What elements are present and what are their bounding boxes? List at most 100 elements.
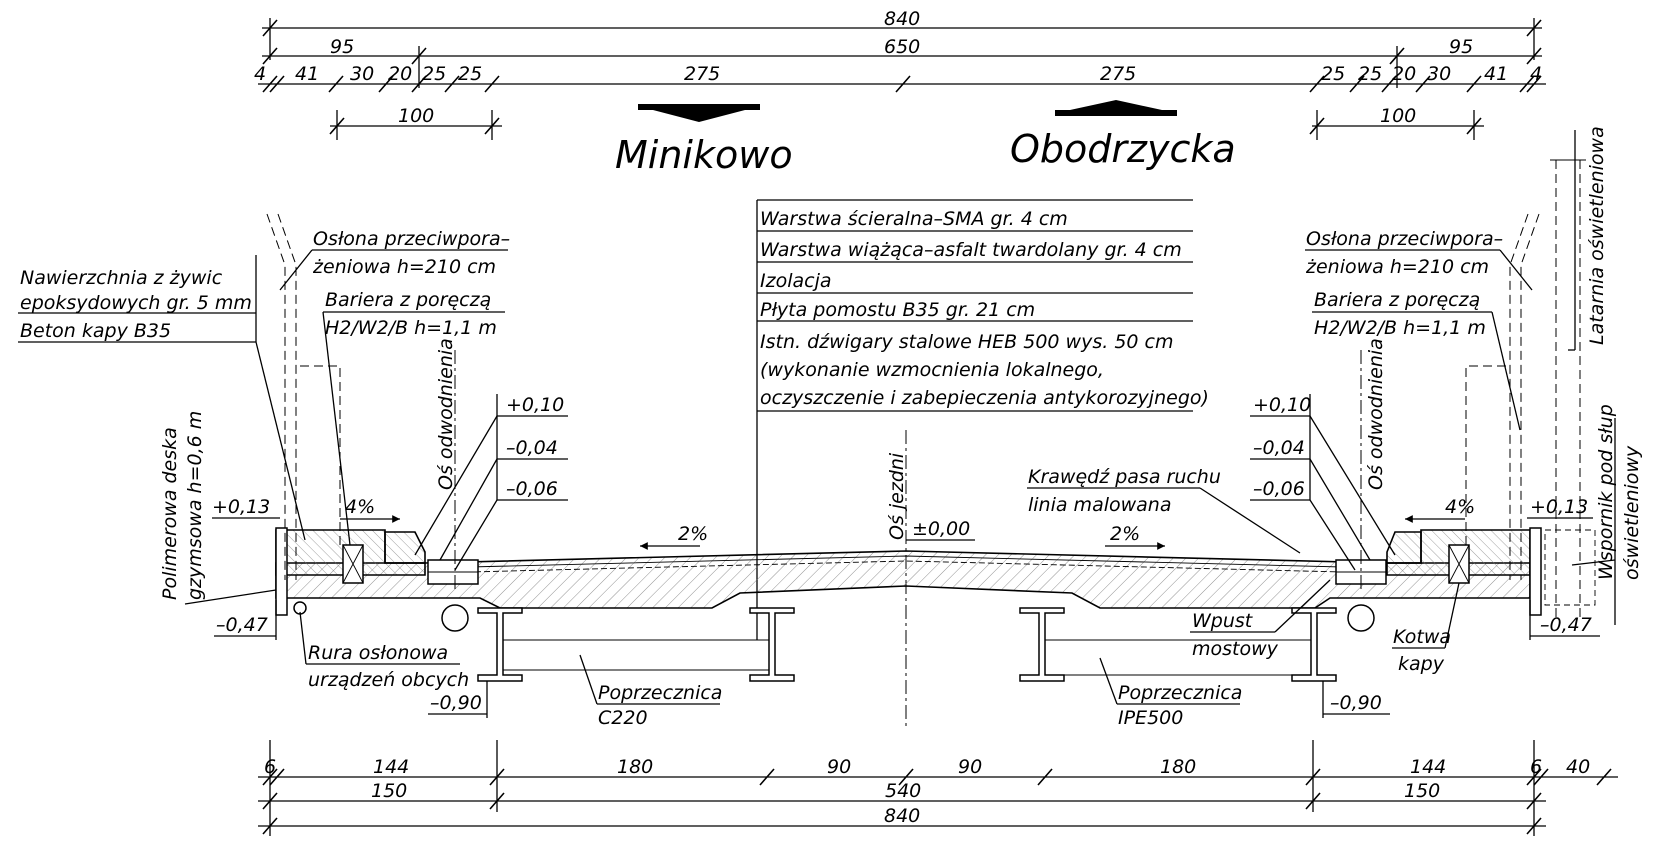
latarnia: Latarnia oświetleniowa (1586, 126, 1608, 345)
oslona-left-1: Osłona przeciwpora– (313, 228, 510, 250)
layer-table: Warstwa ścieralna–SMA gr. 4 cm Warstwa w… (756, 199, 1209, 640)
polimerowa-1: Polimerowa deska (159, 427, 181, 600)
dim-seg-l1: 4 (254, 63, 266, 85)
rura-2: urządzeń obcych (308, 669, 469, 691)
kotwa-1: Kotwa (1393, 626, 1451, 648)
slope-right-deck: 2% (1110, 523, 1140, 545)
nawierzchnia-1: Nawierzchnia z żywic (20, 267, 223, 289)
right-barrier (1448, 544, 1470, 584)
dim-lane-right: 275 (1100, 63, 1136, 85)
layer-2: Warstwa wiążąca–asfalt twardolany gr. 4 … (760, 239, 1182, 261)
layer-3: Izolacja (760, 270, 832, 292)
cross-section (266, 159, 1596, 730)
level-004-right: –0,04 (1253, 437, 1305, 459)
wspornik-2: oświetleniowy (1621, 445, 1643, 580)
dim-top-right-95: 95 (1449, 36, 1473, 58)
slope-left-deck: 2% (678, 523, 708, 545)
dim-seg-l3: 30 (350, 63, 374, 85)
bariera-right-2: H2/W2/B h=1,1 m (1314, 317, 1486, 339)
top-dimension-chain: 840 95 650 95 4 (254, 8, 1546, 140)
dim-b2-2: 540 (885, 780, 921, 802)
wpust-1: Wpust (1192, 610, 1254, 632)
slope-right-cap: 4% (1445, 496, 1475, 518)
level-006-left: –0,06 (506, 478, 558, 500)
dim-sub-left-100: 100 (398, 105, 434, 127)
level-090-left: –0,90 (430, 692, 482, 714)
level-090-right: –0,90 (1330, 692, 1382, 714)
os-odwodnienia-left: Oś odwodnienia (435, 338, 457, 490)
layer-5: Istn. dźwigary stalowe HEB 500 wys. 50 c… (760, 331, 1174, 353)
direction-left: Minikowo (615, 133, 793, 177)
layer-7: oczyszczenie i zabepieczenia antykorozyj… (760, 387, 1209, 409)
left-barrier (342, 544, 364, 584)
dim-seg-r6: 4 (1530, 63, 1542, 85)
dim-seg-r5: 41 (1484, 63, 1508, 85)
oslona-right-2: żeniowa h=210 cm (1305, 256, 1489, 278)
dim-seg-l5: 25 (422, 63, 446, 85)
poprzecznica-left-1: Poprzecznica (598, 682, 722, 704)
dim-sub-right-100: 100 (1380, 105, 1416, 127)
dim-b1-3: 180 (617, 756, 653, 778)
level-000: ±0,00 (912, 518, 970, 540)
os-jezdni: Oś jezdni (886, 452, 908, 540)
dim-lane-left: 275 (684, 63, 720, 85)
level-013-right: +0,13 (1530, 496, 1588, 518)
dim-seg-l6: 25 (458, 63, 482, 85)
layer-6: (wykonanie wzmocnienia lokalnego, (760, 359, 1104, 381)
polimerowa-2: gzymsowa h=0,6 m (184, 411, 206, 600)
dim-seg-r3: 20 (1392, 63, 1416, 85)
oslona-right-1: Osłona przeciwpora– (1306, 228, 1503, 250)
wspornik-1: Wspornik pod słup (1595, 404, 1617, 580)
layer-4: Płyta pomostu B35 gr. 21 cm (760, 299, 1035, 321)
beton-kapy: Beton kapy B35 (20, 320, 171, 342)
rura-1: Rura osłonowa (308, 642, 448, 664)
traffic-directions: Minikowo Obodrzycka (615, 100, 1236, 177)
dim-seg-l2: 41 (295, 63, 319, 85)
dim-b1-7: 144 (1410, 756, 1446, 778)
annotations: Osłona przeciwpora– żeniowa h=210 cm Naw… (18, 126, 1643, 729)
bariera-right-1: Bariera z poręczą (1314, 289, 1480, 311)
krawedz-1: Krawędź pasa ruchu (1028, 466, 1221, 488)
dim-b1-2: 144 (373, 756, 409, 778)
kotwa-2: kapy (1398, 653, 1445, 675)
level-006-right: –0,06 (1253, 478, 1305, 500)
oslona-left-2: żeniowa h=210 cm (312, 256, 496, 278)
os-odwodnienia-right: Oś odwodnienia (1365, 338, 1387, 490)
dim-top-left-95: 95 (330, 36, 354, 58)
bariera-left-2: H2/W2/B h=1,1 m (325, 317, 497, 339)
dim-b1-8: 6 (1530, 756, 1542, 778)
dim-seg-r1: 25 (1321, 63, 1345, 85)
dim-b1-9: 40 (1566, 756, 1590, 778)
left-inlet (427, 559, 479, 632)
poprzecznica-right-2: IPE500 (1118, 707, 1183, 729)
dim-b1-6: 180 (1160, 756, 1196, 778)
level-047-right: –0,47 (1540, 614, 1592, 636)
dim-b1-4: 90 (827, 756, 851, 778)
level-013-left: +0,13 (212, 496, 270, 518)
dim-b1-5: 90 (958, 756, 982, 778)
slope-left-cap: 4% (345, 496, 375, 518)
dim-seg-l4: 20 (388, 63, 412, 85)
level-010-left: +0,10 (506, 394, 564, 416)
poprzecznica-left-2: C220 (598, 707, 648, 729)
poprzecznica-right-1: Poprzecznica (1118, 682, 1242, 704)
dim-top-total: 840 (884, 8, 920, 30)
bariera-left-1: Bariera z poręczą (325, 289, 491, 311)
bottom-dimension-chain: 6 144 180 90 90 180 144 6 40 150 540 150… (258, 740, 1618, 836)
direction-right: Obodrzycka (1010, 127, 1236, 171)
dim-seg-r4: 30 (1427, 63, 1451, 85)
nawierzchnia-2: epoksydowych gr. 5 mm (20, 292, 252, 314)
arrow-down-icon (638, 104, 760, 122)
level-004-left: –0,04 (506, 437, 558, 459)
wpust-2: mostowy (1192, 638, 1279, 660)
krawedz-2: linia malowana (1028, 494, 1171, 516)
dim-bottom-total: 840 (884, 805, 920, 827)
level-047-left: –0,47 (216, 614, 268, 636)
dim-top-mid: 650 (884, 36, 920, 58)
layer-1: Warstwa ścieralna–SMA gr. 4 cm (760, 208, 1068, 230)
level-010-right: +0,10 (1253, 394, 1311, 416)
dim-seg-r2: 25 (1358, 63, 1382, 85)
dim-b2-3: 150 (1404, 780, 1440, 802)
dim-b2-1: 150 (371, 780, 407, 802)
